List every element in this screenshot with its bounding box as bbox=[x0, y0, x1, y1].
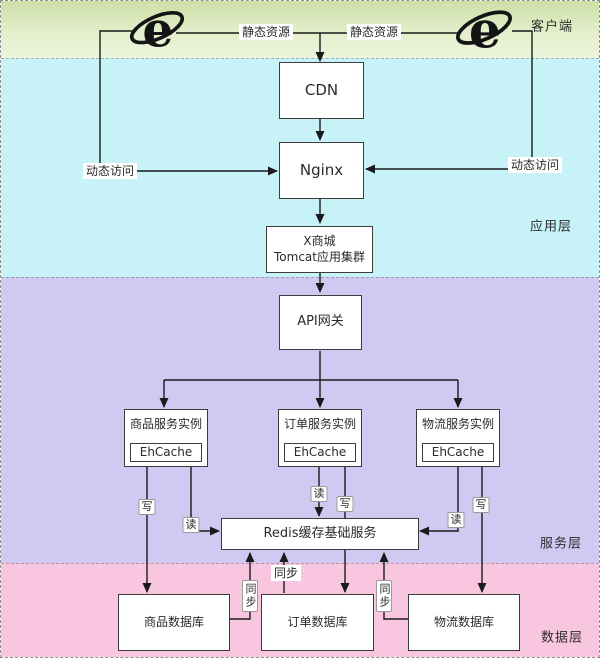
connector-layer bbox=[99, 30, 533, 620]
ehcache-box-logistics: EhCache bbox=[422, 443, 494, 462]
edge-label-read-product: 读 bbox=[182, 517, 200, 533]
edge-label-write-logistics: 写 bbox=[472, 497, 490, 513]
edge-label-static-resource-left: 静态资源 bbox=[238, 24, 294, 40]
layer-label-client: 客户端 bbox=[530, 19, 574, 35]
node-logistics-db: 物流数据库 bbox=[408, 594, 520, 651]
ehcache-box-product: EhCache bbox=[130, 443, 202, 462]
edge-logisticsdb-sync-redis bbox=[379, 552, 408, 620]
edge-logistics-read-redis bbox=[419, 467, 459, 536]
product-service-label: 商品服务实例 bbox=[129, 417, 202, 431]
order-service-label: 订单服务实例 bbox=[283, 417, 356, 431]
logistics-service-label: 物流服务实例 bbox=[421, 417, 494, 431]
edge-label-read-order: 读 bbox=[310, 486, 328, 502]
ie-browser-icon-left: e bbox=[128, 1, 186, 60]
node-nginx: Nginx bbox=[279, 142, 364, 199]
edge-dynamic-left-to-nginx bbox=[99, 30, 278, 176]
edge-label-dynamic-access-left: 动态访问 bbox=[82, 163, 138, 179]
edge-label-read-logistics: 读 bbox=[447, 512, 465, 528]
ehcache-box-order: EhCache bbox=[284, 443, 356, 462]
node-tomcat-cluster: X商城 Tomcat应用集群 bbox=[266, 226, 373, 273]
node-redis-cache-service: Redis缓存基础服务 bbox=[221, 518, 419, 550]
layer-label-application: 应用层 bbox=[529, 219, 573, 235]
layer-label-service: 服务层 bbox=[539, 536, 583, 552]
node-product-db: 商品数据库 bbox=[118, 594, 230, 651]
node-product-service: 商品服务实例 EhCache bbox=[124, 409, 208, 467]
edge-label-write-product: 写 bbox=[138, 499, 156, 515]
edge-label-sync-order: 同步 bbox=[270, 565, 302, 581]
svg-text:e: e bbox=[142, 3, 173, 56]
tomcat-title: X商城 bbox=[303, 233, 336, 248]
edge-dynamic-right-to-nginx bbox=[365, 30, 533, 174]
node-order-db: 订单数据库 bbox=[261, 594, 374, 651]
edge-label-dynamic-access-right: 动态访问 bbox=[507, 157, 563, 173]
layer-label-data: 数据层 bbox=[540, 630, 584, 646]
edge-productdb-sync-redis bbox=[230, 552, 255, 620]
node-order-service: 订单服务实例 EhCache bbox=[278, 409, 362, 467]
edge-label-write-order: 写 bbox=[336, 496, 354, 512]
node-logistics-service: 物流服务实例 EhCache bbox=[416, 409, 500, 467]
node-cdn: CDN bbox=[279, 62, 364, 119]
svg-text:e: e bbox=[469, 2, 501, 57]
edge-api-branch-bar bbox=[164, 351, 458, 381]
ie-browser-icon-right: e bbox=[454, 1, 514, 61]
edge-label-static-resource-right: 静态资源 bbox=[346, 24, 402, 40]
tomcat-subtitle: Tomcat应用集群 bbox=[274, 249, 365, 264]
node-api-gateway: API网关 bbox=[279, 295, 362, 350]
architecture-diagram: e e CDN Nginx X商城 Tomcat应用集群 API网关 商品服务实… bbox=[0, 0, 600, 658]
edge-label-sync-product: 同步 bbox=[242, 580, 258, 612]
edge-label-sync-logistics: 同步 bbox=[376, 580, 392, 612]
